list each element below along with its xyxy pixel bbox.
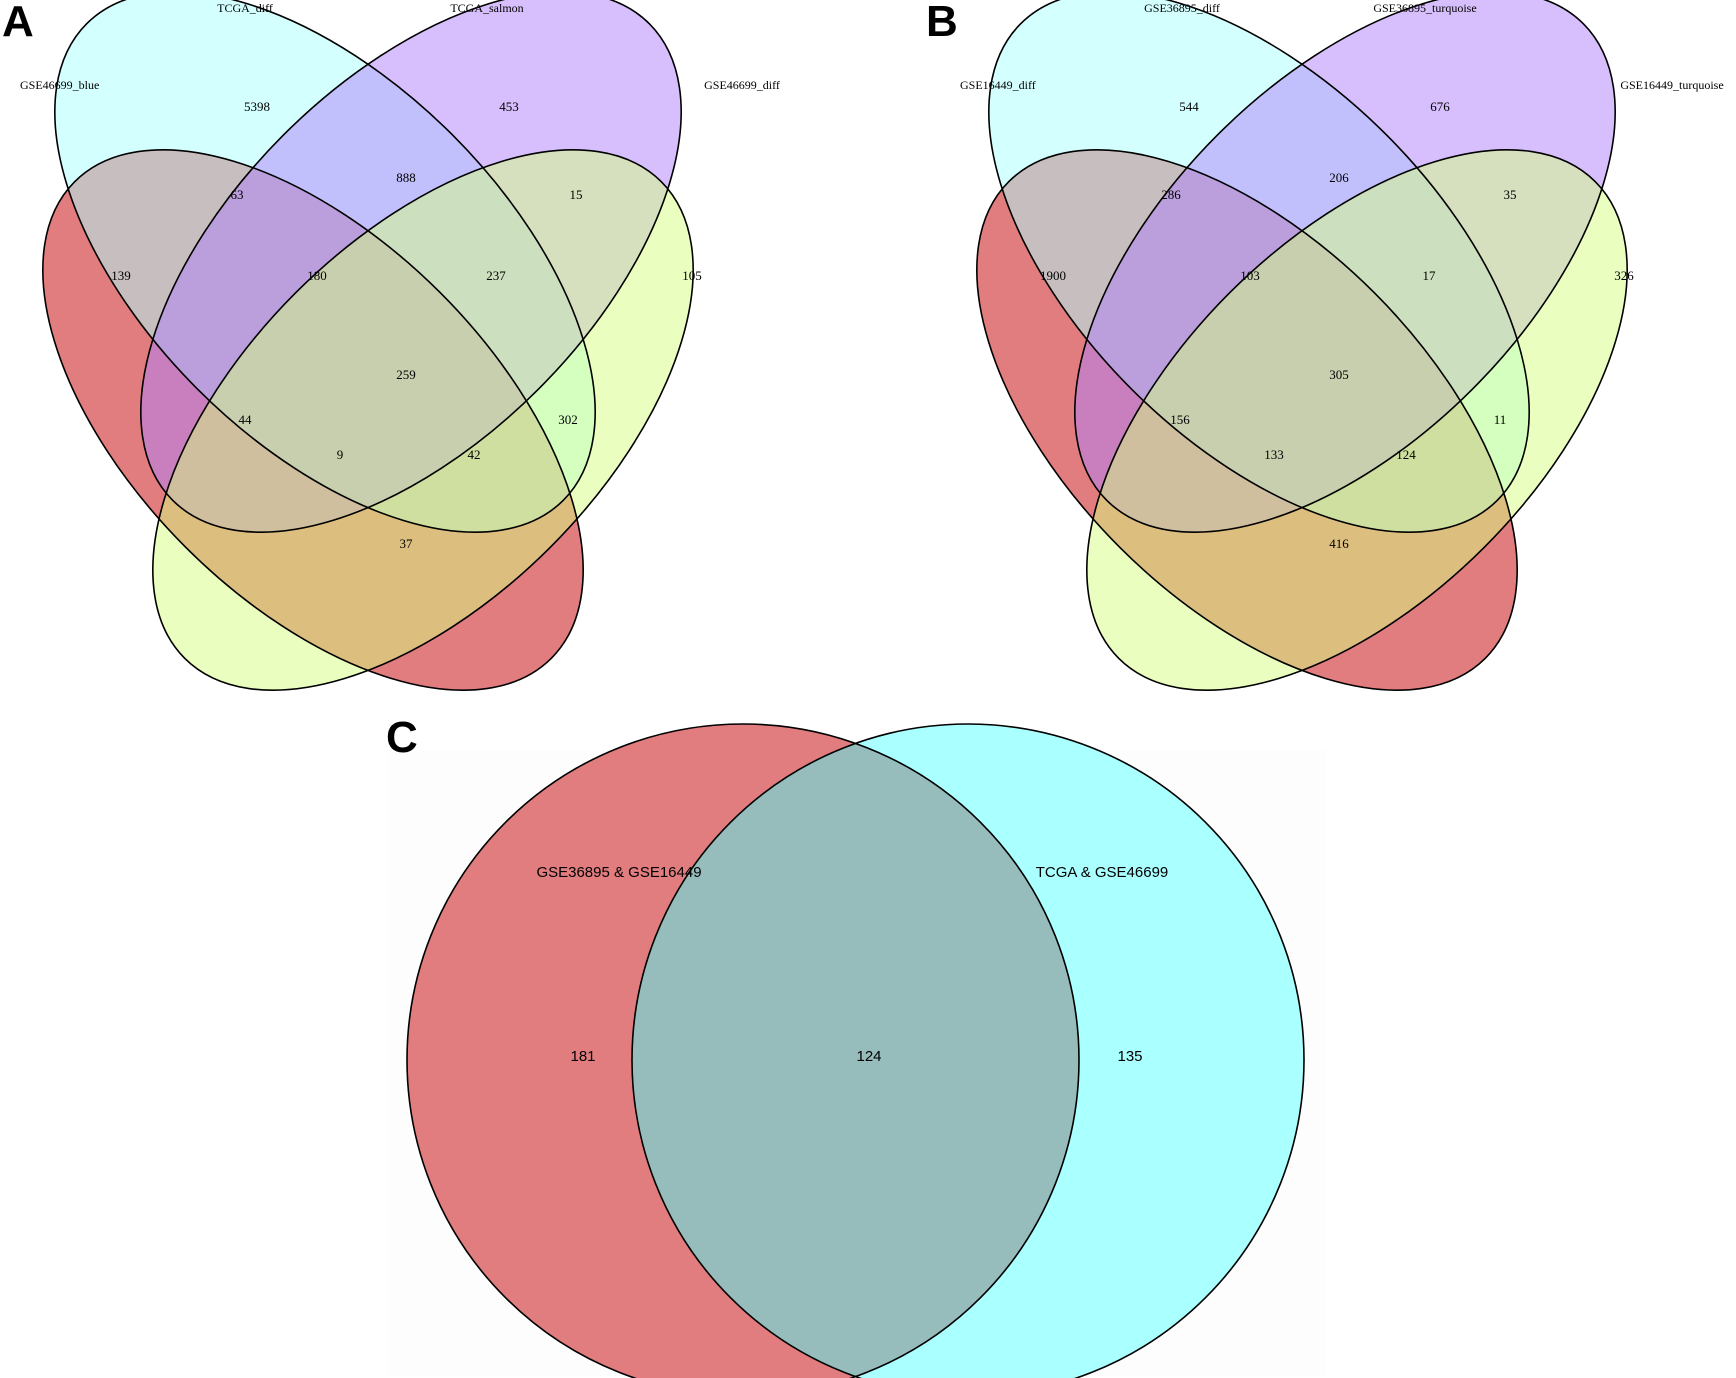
- panel-a-count-s234: 237: [486, 268, 506, 283]
- panel-a-set1-label: GSE46699_blue: [20, 78, 99, 92]
- panel-b-count-s12: 286: [1161, 187, 1181, 202]
- panel-a-count-s12: 63: [231, 187, 244, 202]
- panel-b-count-s13: 156: [1170, 412, 1190, 427]
- panel-b-count-s1234: 305: [1329, 367, 1349, 382]
- panel-a-count-s1234: 259: [396, 367, 416, 382]
- venn-panel-a: A GSE46699_blue TCGA_diff TCGA_salmon GS…: [0, 0, 790, 787]
- panel-b-set1-label: GSE16449_diff: [960, 78, 1036, 92]
- panel-b-set4-ellipse: [1086, 149, 1628, 691]
- panel-b-set4-label: GSE16449_turquoise: [1620, 78, 1723, 92]
- panel-c-left-outline: [406, 723, 1080, 1378]
- panel-a-set2-label: TCGA_diff: [217, 1, 273, 15]
- panel-b-count-only1: 1900: [1040, 268, 1066, 283]
- panel-c-count-right-only: 135: [1117, 1048, 1142, 1065]
- panel-a-count-s24: 302: [558, 412, 578, 427]
- panel-b-letter: B: [926, 0, 958, 46]
- panel-a-count-s23: 888: [396, 170, 416, 185]
- panel-a-count-only2: 5398: [244, 99, 270, 114]
- panel-a-count-only3: 453: [499, 99, 519, 114]
- panel-b-count-s23: 206: [1329, 170, 1349, 185]
- panel-c-overlap: [632, 724, 1079, 1378]
- panel-a-count-only4: 105: [682, 268, 702, 283]
- panel-a-count-only1: 139: [111, 268, 131, 283]
- panel-c-count-left-only: 181: [570, 1048, 595, 1065]
- panel-b-count-s123: 103: [1240, 268, 1260, 283]
- panel-a-count-s14: 37: [400, 536, 414, 551]
- panel-b-count-s124: 124: [1396, 447, 1416, 462]
- panel-b-set3-label: GSE36895_turquoise: [1373, 1, 1476, 15]
- panel-a-count-s34: 15: [570, 187, 583, 202]
- panel-a-count-s124: 42: [468, 447, 481, 462]
- venn-panel-c: C GSE36895 & GSE16449 TCGA & GSE46699 18…: [386, 713, 1325, 1378]
- panel-a-set4-ellipse: [152, 149, 694, 691]
- panel-c-count-both: 124: [856, 1048, 881, 1065]
- panel-a-ellipses: [0, 0, 790, 787]
- panel-a-count-s134: 9: [337, 447, 344, 462]
- panel-b-count-s24: 11: [1494, 412, 1507, 427]
- panel-a-count-s123: 180: [307, 268, 327, 283]
- panel-b-count-s134: 133: [1264, 447, 1284, 462]
- panel-c-right-label: TCGA & GSE46699: [1036, 864, 1169, 881]
- panel-c-right-outline: [631, 723, 1305, 1378]
- panel-c-left-label: GSE36895 & GSE16449: [536, 864, 701, 881]
- panel-b-set2-label: GSE36895_diff: [1144, 1, 1220, 15]
- panel-b-count-s34: 35: [1504, 187, 1517, 202]
- panel-a-set4-label: GSE46699_diff: [704, 78, 780, 92]
- panel-b-count-s14: 416: [1329, 536, 1349, 551]
- venn-panel-b: B GSE16449_diff GSE36895_diff GSE36895_t…: [880, 0, 1724, 787]
- panel-b-ellipses: [880, 0, 1724, 787]
- panel-a-count-s13: 44: [239, 412, 253, 427]
- panel-b-count-only2: 544: [1179, 99, 1199, 114]
- panel-c-letter: C: [386, 713, 418, 762]
- panel-a-letter: A: [2, 0, 34, 46]
- panel-a-set3-label: TCGA_salmon: [450, 1, 523, 15]
- panel-b-count-only4: 326: [1614, 268, 1634, 283]
- panel-b-count-s234: 17: [1423, 268, 1437, 283]
- panel-b-count-only3: 676: [1430, 99, 1450, 114]
